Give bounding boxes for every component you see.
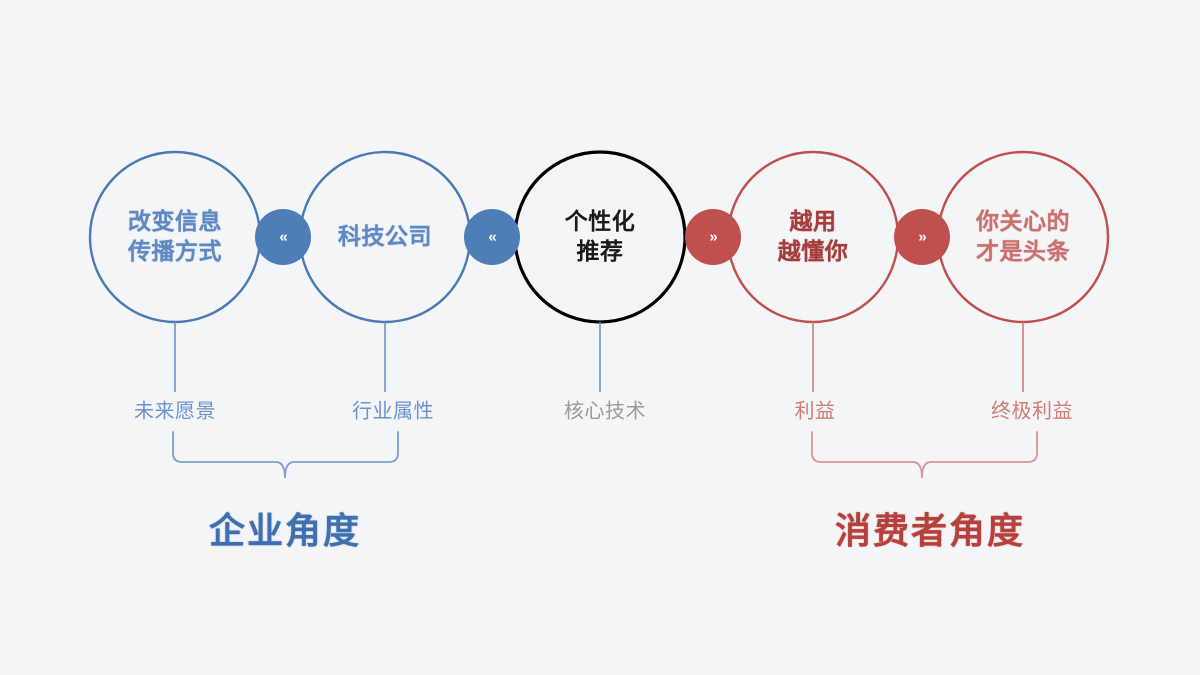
double-chevron-left-icon[interactable]: « [488,228,496,246]
node-text-5: 你关心的才是头条 [976,207,1070,267]
node-text-line-2: 越懂你 [777,238,849,264]
sub-label-2: 行业属性 [352,400,434,423]
node-text-line-2: 推荐 [576,238,624,264]
node-connector-stems-group [174,322,1024,392]
node-text-2: 科技公司 [338,222,432,252]
double-chevron-left-icon[interactable]: « [279,228,287,246]
node-text-line-2: 传播方式 [128,238,222,264]
node-text-line-1: 越用 [789,208,837,235]
sub-label-3: 核心技术 [564,400,646,423]
node-text-line-2: 才是头条 [976,238,1070,264]
node-text-line-1: 改变信息 [128,208,222,235]
group-braces [172,431,1038,479]
node-text-line-1: 个性化 [564,208,636,235]
double-chevron-right-icon[interactable]: » [709,228,717,246]
badge-2-circle[interactable] [464,209,520,265]
badge-3-circle[interactable] [685,209,741,265]
node-text-3: 个性化推荐 [565,207,636,267]
group-enterprise-brace [172,431,399,479]
node-text-4: 越用越懂你 [778,207,849,267]
sub-label-4: 利益 [794,400,836,423]
badge-1-circle[interactable] [255,209,311,265]
group-consumer-brace [811,431,1038,479]
node-text-line-1: 你关心的 [976,208,1070,235]
node-text-1: 改变信息传播方式 [128,207,222,267]
group-enterprise-title: 企业角度 [208,510,362,551]
double-chevron-right-icon[interactable]: » [918,228,926,246]
sub-label-5: 终极利益 [991,400,1073,423]
sub-label-1: 未来愿景 [134,400,216,423]
group-consumer-title: 消费者角度 [834,510,1026,551]
flow-badges-group [255,209,950,265]
badge-4-circle[interactable] [894,209,950,265]
node-text-line-1: 科技公司 [338,223,432,250]
